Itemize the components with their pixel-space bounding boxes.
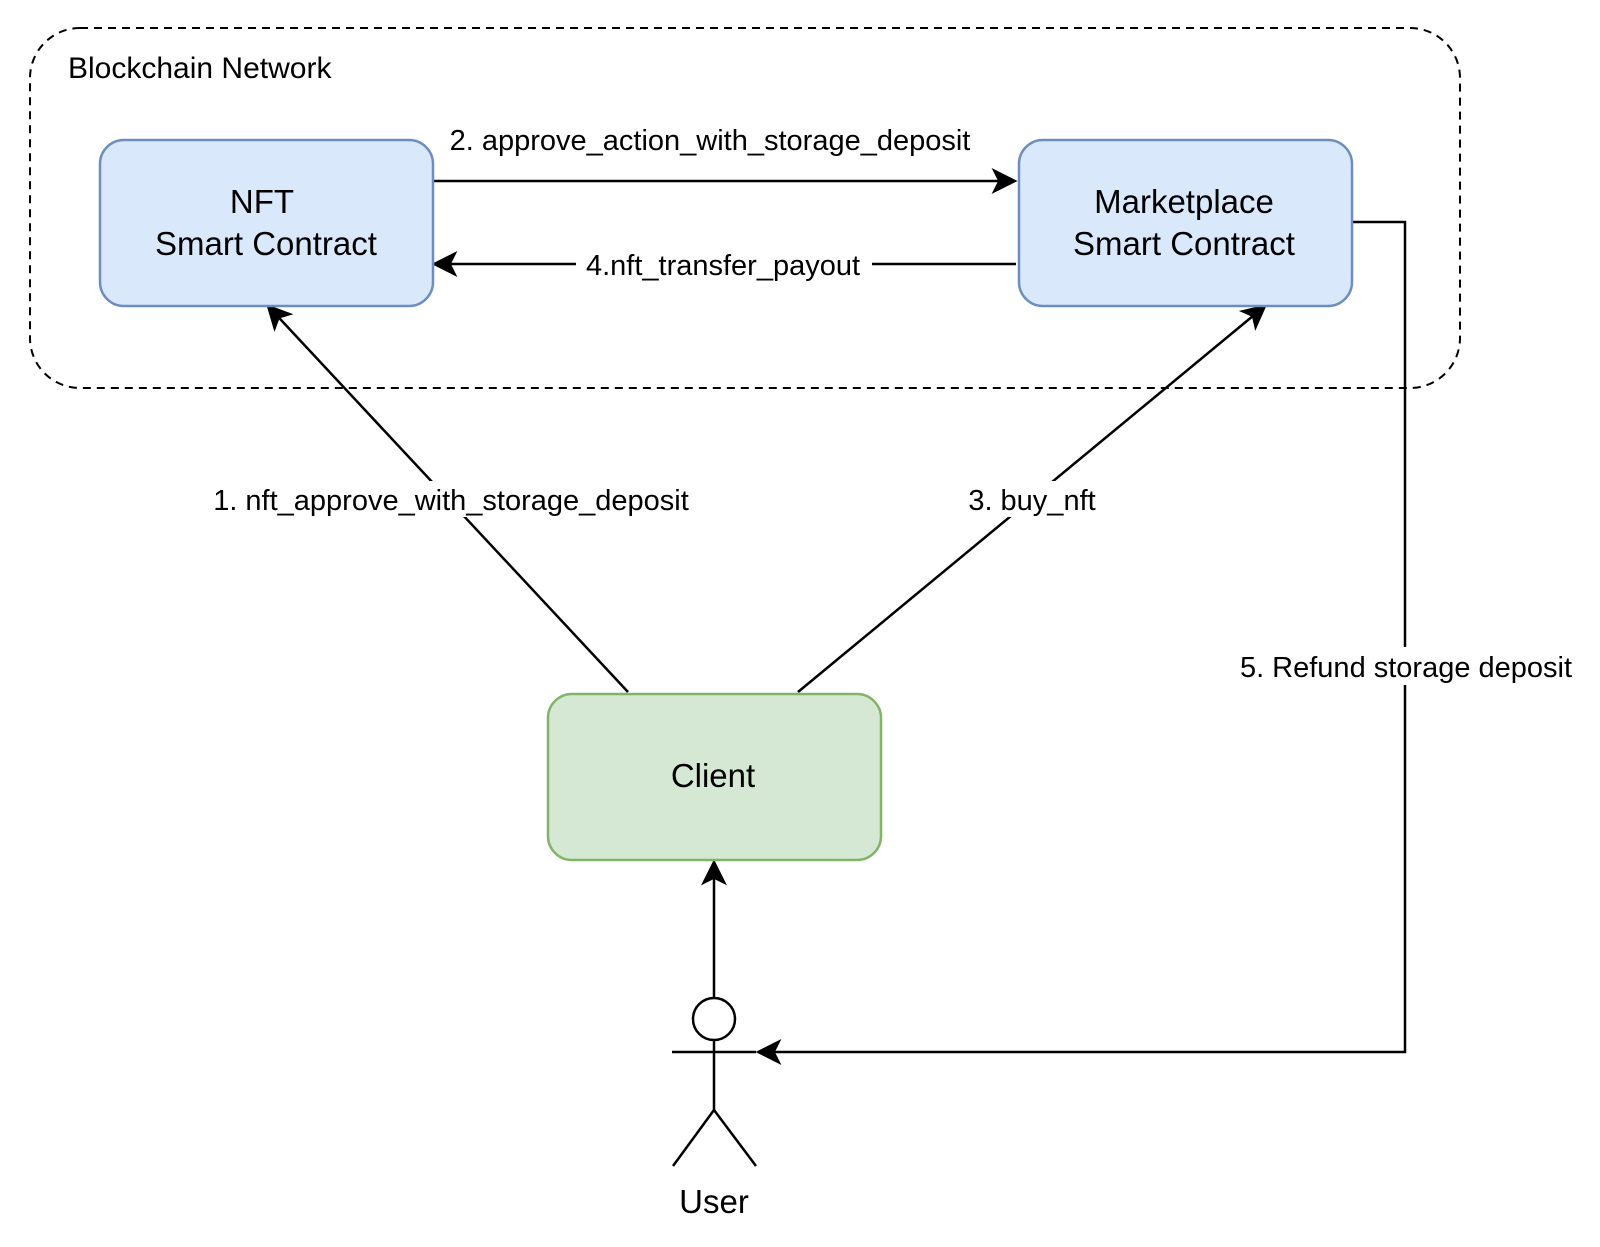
user-actor[interactable] bbox=[671, 996, 757, 1167]
marketplace-smart-contract-node[interactable]: Marketplace Smart Contract bbox=[1017, 138, 1354, 308]
client-box[interactable] bbox=[546, 692, 883, 862]
edge-step2-label: 2. approve_action_with_storage_deposit bbox=[435, 120, 985, 158]
edge-step3-label: 3. buy_nft bbox=[963, 481, 1101, 517]
marketplace-smart-contract-box[interactable] bbox=[1017, 138, 1354, 308]
edge-step2-text: 2. approve_action_with_storage_deposit bbox=[450, 125, 971, 157]
edge-step4-label: 4.nft_transfer_payout bbox=[576, 245, 872, 283]
blockchain-network-group: Blockchain Network bbox=[29, 27, 1461, 389]
nft-smart-contract-subtitle: Smart Contract bbox=[155, 225, 377, 262]
edge-labels: 1. nft_approve_with_storage_deposit 2. a… bbox=[200, 120, 1586, 685]
edge-step1-label: 1. nft_approve_with_storage_deposit bbox=[200, 481, 702, 517]
connectors bbox=[266, 168, 1407, 1065]
nft-smart-contract-box[interactable] bbox=[98, 138, 435, 308]
marketplace-smart-contract-subtitle: Smart Contract bbox=[1073, 225, 1295, 262]
edge-step1-text: 1. nft_approve_with_storage_deposit bbox=[213, 485, 689, 517]
nft-smart-contract-title: NFT bbox=[230, 183, 294, 220]
edge-step5-label: 5. Refund storage deposit bbox=[1228, 647, 1586, 685]
nft-smart-contract-node[interactable]: NFT Smart Contract bbox=[98, 138, 435, 308]
edge-step4-text: 4.nft_transfer_payout bbox=[586, 250, 860, 282]
edge-step5-line bbox=[755, 220, 1407, 1065]
client-label: Client bbox=[671, 757, 755, 794]
user-actor-head-icon bbox=[691, 996, 737, 1042]
marketplace-smart-contract-title: Marketplace bbox=[1094, 183, 1274, 220]
edge-step3-text: 3. buy_nft bbox=[968, 485, 1095, 517]
blockchain-network-label: Blockchain Network bbox=[68, 52, 332, 85]
user-label: User bbox=[679, 1183, 749, 1220]
user-actor-right-leg bbox=[713, 1109, 757, 1167]
client-node[interactable]: Client bbox=[546, 692, 883, 862]
user-actor-left-leg bbox=[671, 1109, 716, 1167]
edge-step5-text: 5. Refund storage deposit bbox=[1240, 652, 1572, 684]
blockchain-network-boundary bbox=[29, 27, 1461, 389]
